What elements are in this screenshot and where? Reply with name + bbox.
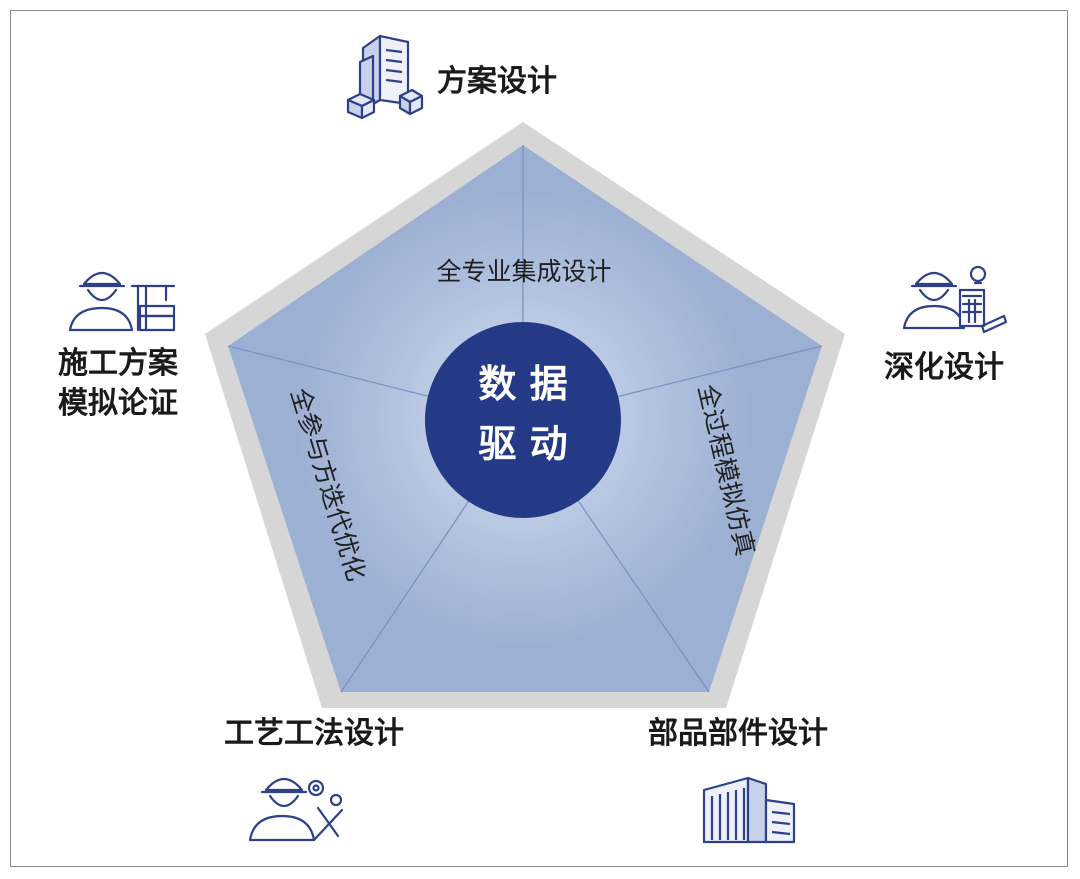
label-detailed-design: 深化设计 (884, 350, 1004, 385)
engineer-calculator-icon (902, 265, 1008, 334)
inner-label-top: 全专业集成设计 (436, 257, 611, 286)
center-label-line2: 驱 动 (478, 422, 567, 466)
center-label-line1: 数 据 (478, 362, 567, 406)
label-scheme-design: 方案设计 (437, 64, 557, 99)
factory-building-icon (702, 776, 796, 844)
label-component-design: 部品部件设计 (648, 716, 828, 751)
label-process-method-design: 工艺工法设计 (224, 716, 404, 751)
engineer-tools-icon (248, 777, 344, 842)
center-circle (425, 322, 621, 518)
office-building-icon (346, 34, 424, 120)
label-construction-scheme: 施工方案 模拟论证 (58, 346, 178, 421)
engineer-crane-icon (68, 271, 176, 332)
